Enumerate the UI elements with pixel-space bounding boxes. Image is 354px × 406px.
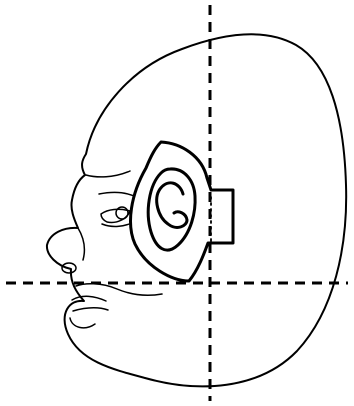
cheek-line — [76, 284, 162, 295]
nose-ridge — [78, 228, 84, 260]
brow-line — [86, 171, 130, 177]
mouth-line — [73, 308, 108, 311]
lower-lip — [70, 318, 95, 328]
upper-eyelid-fold — [99, 192, 136, 197]
